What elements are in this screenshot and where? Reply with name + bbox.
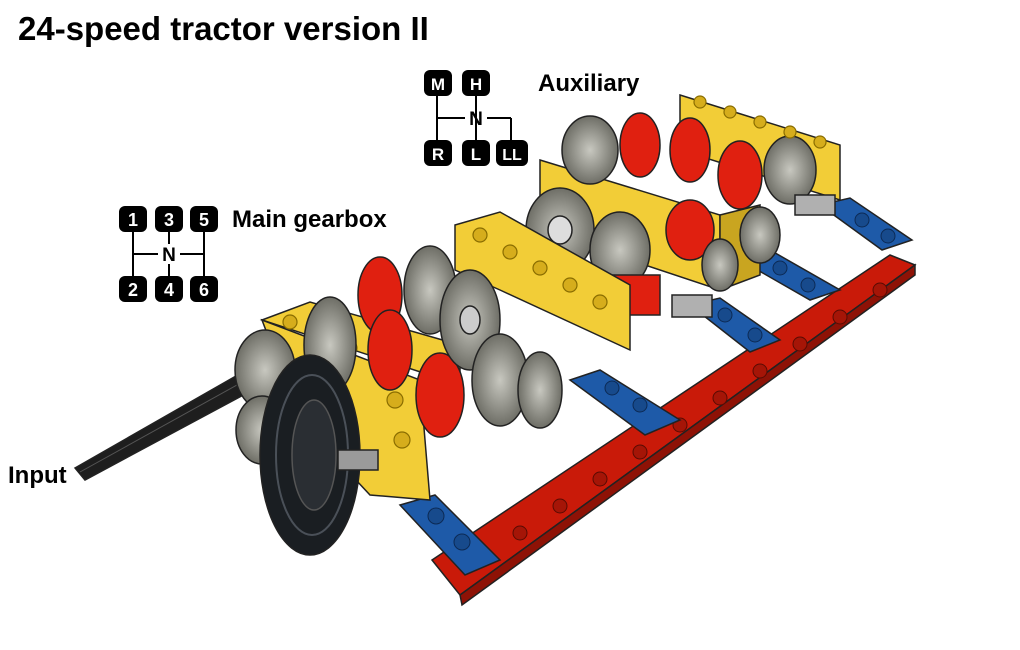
svg-text:H: H [470, 75, 482, 94]
svg-text:3: 3 [164, 210, 174, 230]
lego-model [73, 93, 917, 607]
main-frame-back [454, 211, 631, 352]
gear-key-4: 4 [155, 276, 183, 302]
page-title: 24-speed tractor version II [18, 10, 429, 47]
gear-key-3: 3 [155, 206, 183, 232]
gear-key-2: 2 [119, 276, 147, 302]
main-gearbox-label: Main gearbox [232, 206, 387, 233]
main-neutral: N [162, 245, 176, 266]
gear-key-1: 1 [119, 206, 147, 232]
input-wheel [259, 354, 379, 556]
gear-key-5: 5 [190, 206, 218, 232]
svg-text:4: 4 [164, 280, 174, 300]
gear-key-l: L [462, 140, 490, 166]
blue-plate-2 [568, 369, 682, 436]
svg-text:6: 6 [199, 280, 209, 300]
gear-key-r: R [424, 140, 452, 166]
main-gears [303, 245, 563, 438]
svg-text:2: 2 [128, 280, 138, 300]
gear-key-ll: LL [496, 140, 528, 166]
svg-text:5: 5 [199, 210, 209, 230]
svg-text:L: L [471, 145, 481, 164]
svg-text:1: 1 [128, 210, 138, 230]
svg-text:R: R [432, 145, 444, 164]
input-shaft [73, 367, 264, 481]
gear-key-m: M [424, 70, 452, 96]
aux-pattern-keys: M H N R L LL [424, 70, 528, 166]
input-label: Input [8, 462, 67, 489]
gear-key-h: H [462, 70, 490, 96]
svg-text:LL: LL [502, 147, 522, 164]
gear-key-6: 6 [190, 276, 218, 302]
aux-gears [525, 112, 817, 292]
main-shift-pattern [132, 232, 205, 276]
auxiliary-label: Auxiliary [538, 70, 640, 97]
main-pattern-keys: 1 3 5 N 2 4 6 [119, 206, 218, 302]
aux-neutral: N [469, 109, 483, 130]
svg-text:M: M [431, 75, 445, 94]
aux-shift-pattern [436, 96, 512, 140]
